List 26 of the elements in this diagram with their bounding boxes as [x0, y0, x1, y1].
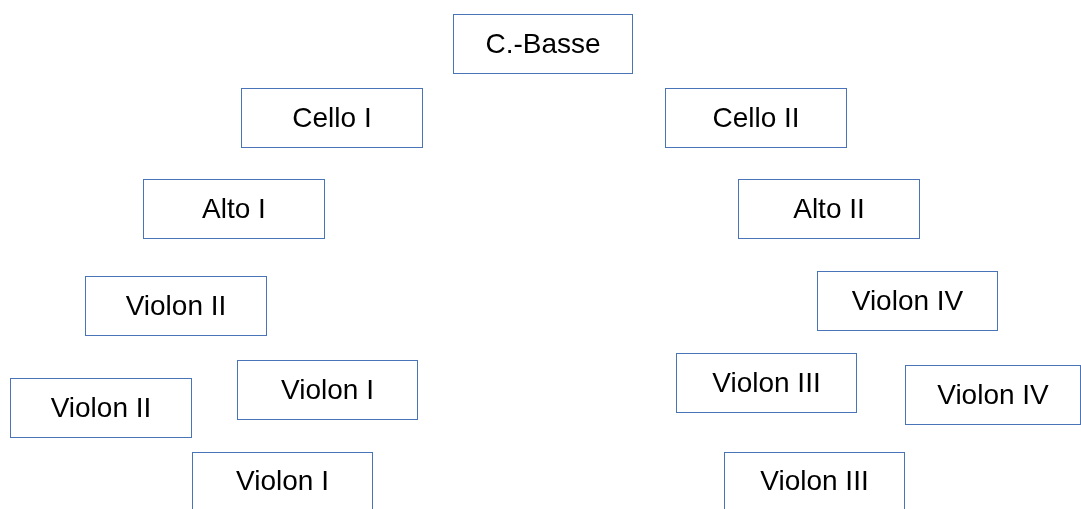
seat-box	[665, 88, 847, 148]
section-label: Cello I	[292, 102, 372, 134]
section-label: Violon III	[760, 465, 869, 497]
seat-box	[905, 365, 1081, 425]
section-label: Violon IV	[937, 379, 1049, 411]
section-label: Alto I	[202, 193, 266, 225]
seat-box	[738, 179, 920, 239]
section-label: Violon II	[125, 290, 227, 322]
seat-box	[10, 378, 192, 438]
section-label: Violon III	[712, 367, 821, 399]
section-label: C.-Basse	[485, 28, 601, 60]
seat-box	[817, 271, 998, 331]
seat-box	[143, 179, 325, 239]
seat-box	[241, 88, 423, 148]
section-label: Cello II	[712, 102, 800, 134]
seat-box	[676, 353, 857, 413]
section-label: Alto II	[793, 193, 865, 225]
section-label: Violon I	[281, 374, 374, 406]
seat-box	[724, 452, 905, 509]
section-label: Violon IV	[851, 285, 964, 317]
section-label: Violon II	[50, 392, 152, 424]
seat-box	[192, 452, 373, 509]
seat-box	[237, 360, 418, 420]
seat-box	[453, 14, 633, 74]
seat-box	[85, 276, 267, 336]
section-label: Violon I	[236, 465, 329, 497]
